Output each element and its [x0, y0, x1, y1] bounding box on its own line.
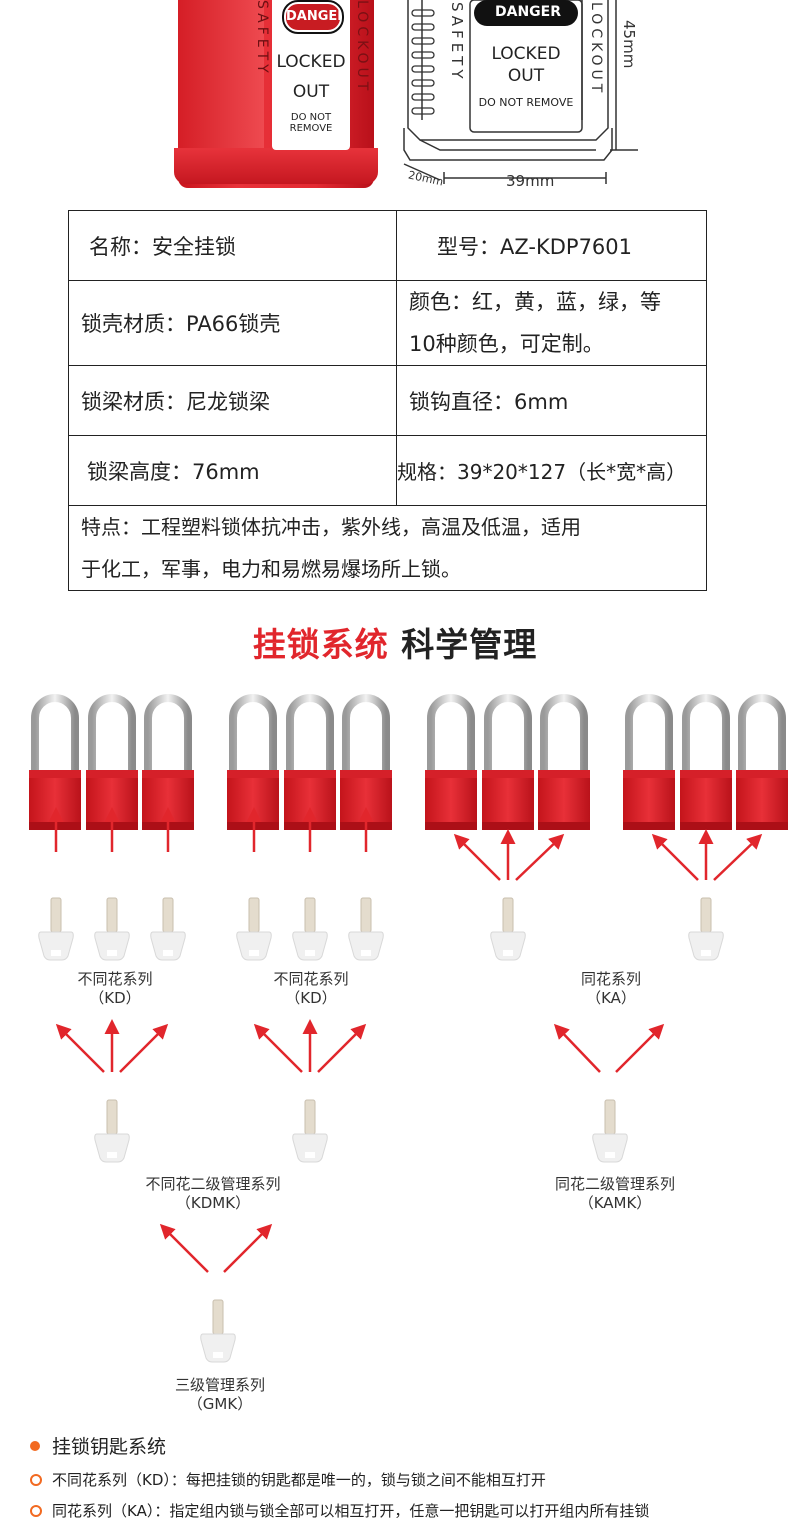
section-title-red: 挂锁系统: [252, 625, 389, 664]
brand-label: ULTERIOR: [95, 757, 129, 764]
caption-code: （KD）: [89, 989, 141, 1007]
label-do-not-remove: DO NOT REMOVE: [289, 112, 333, 134]
padlock-row: [29, 698, 788, 830]
brand-label: ULTERIOR: [151, 757, 185, 764]
note-text: 不同花系列（KD）：每把挂锁的钥匙都是唯一的，锁与锁之间不能相互打开: [52, 1471, 546, 1489]
spec-feature: 特点：工程塑料锁体抗冲击，紫外线，高温及低温，适用 于化工，军事，电力和易燃易爆…: [68, 505, 707, 591]
caption-kdmk: 不同花二级管理系列 （KDMK）: [118, 1175, 308, 1213]
key-system-notes: 挂锁钥匙系统 不同花系列（KD）：每把挂锁的钥匙都是唯一的，锁与锁之间不能相互打…: [30, 1432, 790, 1521]
side-label-safety: SAFETY: [254, 0, 270, 77]
brand-label: ULTERIOR: [434, 757, 468, 764]
notes-heading: 挂锁钥匙系统: [30, 1432, 790, 1459]
spec-shell: 锁壳材质：PA66锁壳: [68, 280, 397, 366]
note-item: 同花系列（KA）：指定组内锁与锁全部可以相互打开，任意一把钥匙可以打开组内所有挂…: [30, 1500, 790, 1521]
arrows-level1: [48, 807, 763, 881]
brand-label: ULTERIOR: [236, 757, 270, 764]
caption-kd-2: 不同花系列 （KD）: [236, 970, 386, 1008]
caption-name: 不同花系列: [273, 970, 349, 988]
padlock-side-panel: [178, 0, 264, 150]
brand-label: ULTERIOR: [689, 757, 723, 764]
drawing-side-lockout: LOCKOUT: [588, 2, 604, 97]
drawing-side-safety: SAFETY: [448, 2, 466, 83]
spec-shackle: 锁梁材质：尼龙锁梁: [68, 365, 397, 436]
dimension-drawing: [403, 0, 638, 184]
arrows-level2: [55, 1019, 665, 1073]
section-title-dark: 科学管理: [401, 625, 538, 664]
caption-name: 同花系列: [580, 970, 641, 988]
spec-name: 名称：安全挂锁: [68, 210, 397, 281]
brand-label: ULTERIOR: [38, 757, 72, 764]
spec-shackle-height: 锁梁高度：76mm: [68, 435, 397, 506]
caption-code: （KAMK）: [578, 1194, 652, 1212]
brand-label: ULTERIOR: [745, 757, 779, 764]
danger-badge: DANGER: [282, 0, 347, 34]
caption-ka: 同花系列 （KA）: [536, 970, 686, 1008]
notes-title: 挂锁钥匙系统: [52, 1436, 167, 1458]
drawing-danger-text: DANGER: [494, 4, 561, 20]
caption-code: （KDMK）: [175, 1194, 251, 1212]
caption-name: 不同花二级管理系列: [145, 1175, 281, 1193]
drawing-do-not-remove: DO NOT REMOVE: [478, 96, 574, 109]
section-title: 挂锁系统 科学管理: [0, 618, 790, 666]
key-level3: [200, 1299, 236, 1363]
spec-size: 规格：39*20*127（长*宽*高）: [396, 435, 707, 506]
drawing-locked: LOCKED: [491, 44, 561, 64]
dim-width: 39mm: [506, 172, 555, 190]
keys-level1: [38, 897, 724, 961]
side-label-lockout: LOCKOUT: [354, 0, 370, 95]
brand-label: ULTERIOR: [293, 757, 327, 764]
spec-color-line2: 10种颜色，可定制。: [409, 332, 604, 356]
spec-model: 型号：AZ-KDP7601: [396, 210, 707, 281]
key-system-diagram: [0, 680, 790, 1363]
caption-code: （KA）: [586, 989, 636, 1007]
caption-gmk: 三级管理系列 （GMK）: [140, 1376, 300, 1414]
bullet-dot-icon: [30, 1440, 40, 1451]
spec-hook: 锁钩直径：6mm: [396, 365, 707, 436]
caption-name: 不同花系列: [77, 970, 153, 988]
note-text: 同花系列（KA）：指定组内锁与锁全部可以相互打开，任意一把钥匙可以打开组内所有挂…: [52, 1502, 650, 1520]
spec-feature-line2: 于化工，军事，电力和易燃易爆场所上锁。: [81, 557, 461, 581]
caption-kamk: 同花二级管理系列 （KAMK）: [520, 1175, 710, 1213]
dim-height: 45mm: [620, 20, 638, 69]
spec-color: 颜色：红，黄，蓝，绿，等 10种颜色，可定制。: [396, 280, 707, 366]
label-out: OUT: [292, 82, 330, 102]
drawing-out: OUT: [507, 66, 545, 86]
keys-level2: [94, 1099, 628, 1163]
brand-label: ULTERIOR: [349, 757, 383, 764]
lockout-label: DANGER LOCKED OUT DO NOT REMOVE: [272, 0, 350, 150]
note-item: 不同花系列（KD）：每把挂锁的钥匙都是唯一的，锁与锁之间不能相互打开: [30, 1469, 790, 1490]
arrows-level3: [159, 1223, 273, 1273]
brand-label: ULTERIOR: [491, 757, 525, 764]
ring-dot-icon: [30, 1504, 42, 1517]
caption-code: （KD）: [285, 989, 337, 1007]
spec-color-line1: 颜色：红，黄，蓝，绿，等: [409, 290, 661, 314]
caption-kd-1: 不同花系列 （KD）: [40, 970, 190, 1008]
caption-code: （GMK）: [187, 1395, 253, 1413]
caption-name: 同花二级管理系列: [554, 1175, 675, 1193]
ring-dot-icon: [30, 1473, 42, 1486]
caption-name: 三级管理系列: [174, 1376, 265, 1394]
label-locked: LOCKED: [276, 52, 346, 72]
spec-table: 名称：安全挂锁 型号：AZ-KDP7601 锁壳材质：PA66锁壳 颜色：红，黄…: [68, 210, 707, 591]
padlock-base: [174, 148, 378, 184]
spec-feature-line1: 特点：工程塑料锁体抗冲击，紫外线，高温及低温，适用: [81, 515, 581, 539]
brand-label: ULTERIOR: [632, 757, 666, 764]
brand-label: ULTERIOR: [547, 757, 581, 764]
